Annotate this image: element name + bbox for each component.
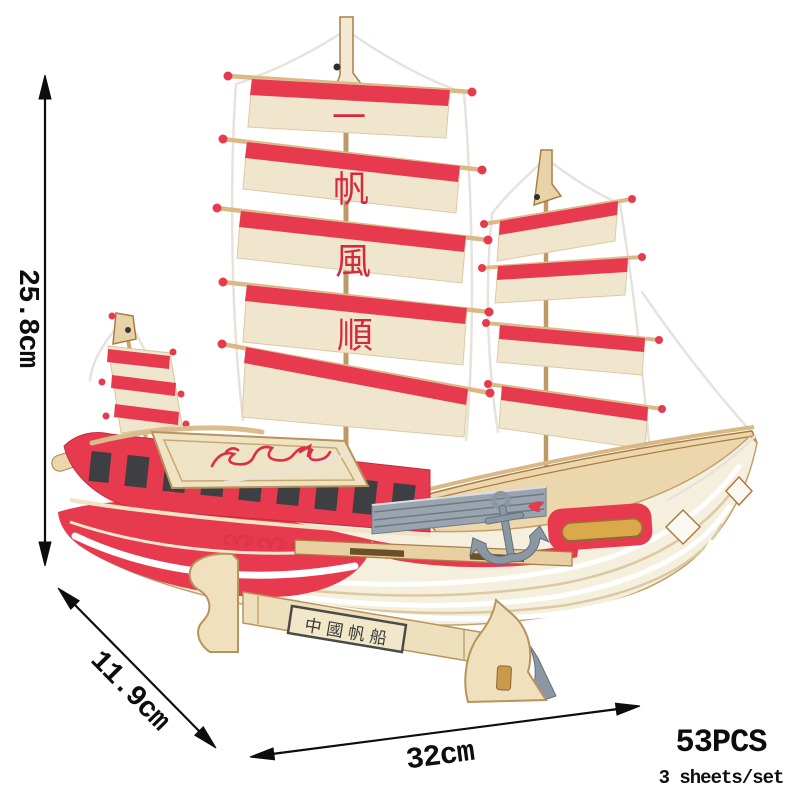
rear-sail-panel <box>482 319 663 376</box>
rear-sail-panel <box>478 253 646 304</box>
piece-count-block: 53PCS 3 sheets/set <box>659 724 785 789</box>
main-sail-panel: 風 <box>212 203 493 284</box>
hull <box>51 425 758 626</box>
depth-label: 11.9cm <box>83 644 176 738</box>
dimension-depth: 11.9cm <box>57 587 217 749</box>
sail-character: 風 <box>335 242 371 283</box>
main-mast-top <box>333 16 367 90</box>
diamond-cutout <box>664 508 702 546</box>
stand-peg <box>496 665 512 691</box>
sheet-info-label: 3 sheets/set <box>659 767 784 789</box>
stern-panel <box>547 503 653 551</box>
bow-rail <box>89 425 265 446</box>
width-label: 32cm <box>404 736 476 779</box>
sail-character: 帆 <box>333 170 369 211</box>
stern-red-accent <box>528 501 544 512</box>
sail-character: 順 <box>337 316 373 357</box>
rigging-front <box>223 434 757 502</box>
dimension-height: 25.8cm <box>11 74 52 567</box>
main-sail-panel: 順 <box>218 277 494 366</box>
main-sail-panel <box>217 339 495 438</box>
dimension-width: 32cm <box>249 702 641 779</box>
fore-mast-top <box>112 312 137 345</box>
fore-mast <box>98 312 190 451</box>
main-sail-panel: 帆 <box>218 134 487 214</box>
cabin-roof <box>150 430 370 490</box>
main-sail-panel: 一 <box>223 71 477 139</box>
cabin <box>150 430 370 490</box>
stand-left-leg <box>188 552 239 653</box>
stand-right-leg <box>464 598 548 704</box>
deck-planks <box>371 486 547 535</box>
rear-sail-panel <box>484 380 666 450</box>
anchor-icon <box>469 490 550 565</box>
rear-sail-panel <box>480 195 636 262</box>
height-label: 25.8cm <box>11 269 44 368</box>
display-stand: 中國帆船 <box>188 552 557 704</box>
dragon-motif <box>210 443 332 468</box>
rear-sails <box>478 195 666 450</box>
diamond-cutout <box>724 475 754 507</box>
bulwark-windows <box>88 451 416 520</box>
main-sails: 一 帆 風 順 <box>212 71 495 438</box>
piece-count-label: 53PCS <box>675 724 767 761</box>
sail-character: 一 <box>332 98 366 138</box>
